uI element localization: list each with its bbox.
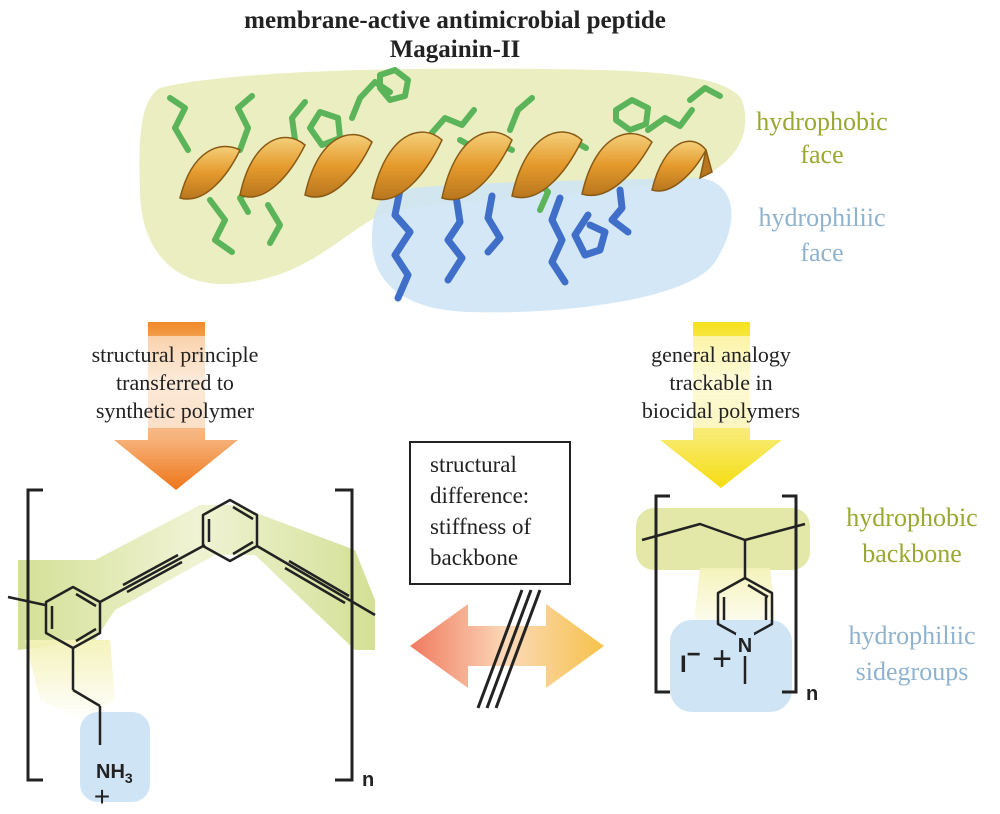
right-bracket-close [782,494,798,694]
left-arrow-line-2: transferred to [116,370,234,395]
right-sidegroup-label-1: hydrophiliic [848,621,975,650]
structural-difference-box [409,441,571,585]
left-bracket-close [335,488,354,782]
helix-hydrophobic-label-2: face [800,140,843,169]
magainin-helix-illustration [139,67,746,313]
right-backbone-hydrophobic-band [636,508,810,570]
right-bracket-open [654,494,670,694]
left-ammonium-hydrophilic-patch [80,712,150,802]
hydrophilic-sidechains [391,186,632,302]
iodide-label: I− [680,641,701,678]
left-arrow-line-3: synthetic polymer [96,398,255,423]
center-box-line-2: difference: [430,483,529,508]
hydrophilic-face-region [372,178,732,313]
center-box-line-1: structural [430,452,517,477]
helix-hydrophobic-label-1: hydrophobic [756,107,887,136]
helix-hydrophilic-label-1: hydrophiliic [758,203,885,232]
left-arrow-textbox [58,336,292,428]
title-line-2: Magainin-II [390,36,521,63]
hydrophobic-sidechains [167,67,723,255]
right-arrow-line-1: general analogy [651,342,791,367]
pyridinium-charge: + [712,640,732,678]
left-polymer-phenylene-ethynylene: NH3 + n [7,488,376,812]
left-arrow-line-1: structural principle [92,342,259,367]
center-box-line-3: stiffness of [430,514,531,539]
right-backbone-label-2: backbone [862,539,962,568]
right-pyridinium-hydrophilic-patch [670,620,792,712]
helix-ribbon [179,131,713,201]
right-arrow-line-2: trackable in [669,370,772,395]
slash-marks [476,589,542,709]
double-headed-arrow [410,604,604,688]
right-backbone-label-1: hydrophobic [846,503,977,532]
helix-hydrophilic-label-2: face [800,238,843,267]
center-box-line-4: backbone [430,545,518,570]
left-ammonium-charge: + [94,781,110,812]
left-bracket-open [26,488,43,782]
right-arrow-line-3: biocidal polymers [642,398,800,423]
right-polymer-polyvinylpyridinium: N + I− n [636,494,818,712]
title-line-1: membrane-active antimicrobial peptide [244,7,666,34]
right-arrow-textbox [612,336,832,428]
left-sidechain-glow [25,640,115,720]
left-backbone-hydrophobic-band [18,505,375,650]
right-sidegroup-label-2: sidegroups [856,657,969,686]
right-repeat-n: n [806,683,818,705]
left-repeat-n: n [362,769,374,791]
pyridinium-nitrogen: N [738,635,752,657]
left-amine-label: NH3 [96,761,133,786]
